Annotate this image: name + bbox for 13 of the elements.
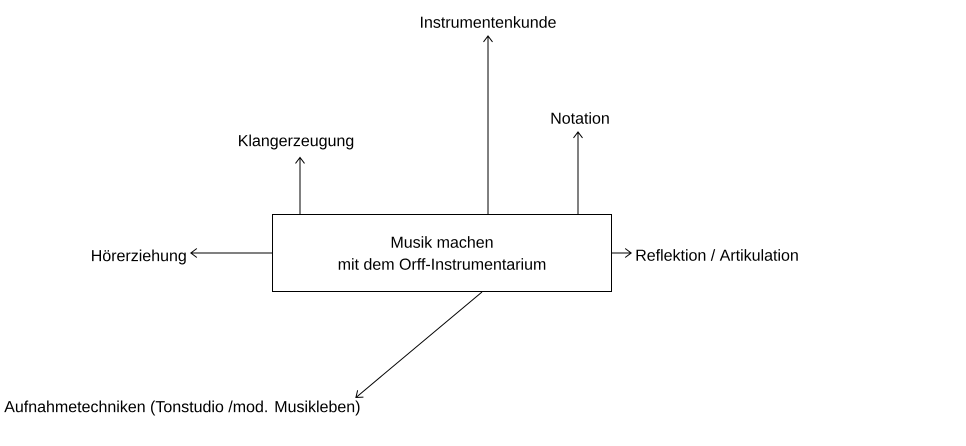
- arrow: [573, 131, 583, 214]
- label: Instrumentenkunde: [421, 16, 556, 28]
- arrow: [190, 248, 272, 258]
- label: Hörerziehung: [92, 250, 186, 264]
- arrow: [483, 35, 493, 214]
- label: Reflektion / Artikulation: [636, 249, 798, 261]
- arrow: [355, 292, 482, 398]
- arrow: [612, 248, 632, 258]
- label: Aufnahmetechniken (Tonstudio /mod. Musikleben): [4, 400, 360, 416]
- label: Klangerzeugung: [239, 134, 354, 150]
- arrow: [295, 156, 305, 214]
- label: Notation: [552, 112, 609, 124]
- process-box: Musik machen mit dem Orff-Instrumentarium: [272, 214, 612, 292]
